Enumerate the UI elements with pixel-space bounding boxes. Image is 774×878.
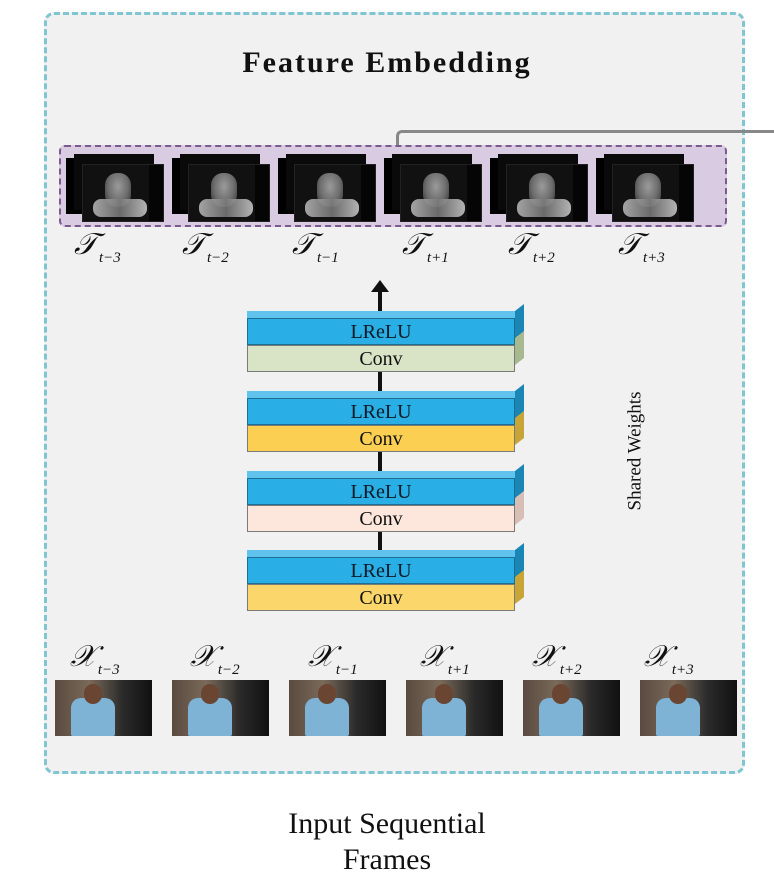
lrelu-layer: LReLU (247, 318, 515, 345)
feature-map (384, 150, 490, 222)
feature-map (490, 150, 596, 222)
lrelu-layer: LReLU (247, 398, 515, 425)
output-connector-line (396, 130, 774, 146)
input-frame-image (523, 680, 620, 736)
conv-layer: Conv (247, 345, 515, 372)
input-frame-image (640, 680, 737, 736)
input-frame-image (172, 680, 269, 736)
caption: Input Sequential Frames (0, 806, 774, 878)
conv-layer: Conv (247, 425, 515, 452)
conv-block: LReLU Conv (247, 463, 524, 533)
feature-map (596, 150, 702, 222)
feature-map (172, 150, 278, 222)
shared-weights-label: Shared Weights (624, 391, 646, 511)
conv-block: LReLU Conv (247, 383, 524, 453)
input-frame-image (289, 680, 386, 736)
panel-title: Feature Embedding (242, 46, 532, 79)
caption-line: Input Sequential (288, 807, 486, 840)
connector-line (378, 448, 382, 476)
feature-map (66, 150, 172, 222)
input-frame-image (406, 680, 503, 736)
conv-block: LReLU Conv (247, 542, 524, 612)
conv-block: LReLU Conv (247, 303, 524, 373)
lrelu-layer: LReLU (247, 557, 515, 584)
feature-map (278, 150, 384, 222)
lrelu-layer: LReLU (247, 478, 515, 505)
connector-line (378, 368, 382, 396)
connector-line (378, 528, 382, 556)
caption-line: Frames (342, 843, 432, 876)
conv-layer: Conv (247, 505, 515, 532)
conv-layer: Conv (247, 584, 515, 611)
input-frame-image (55, 680, 152, 736)
